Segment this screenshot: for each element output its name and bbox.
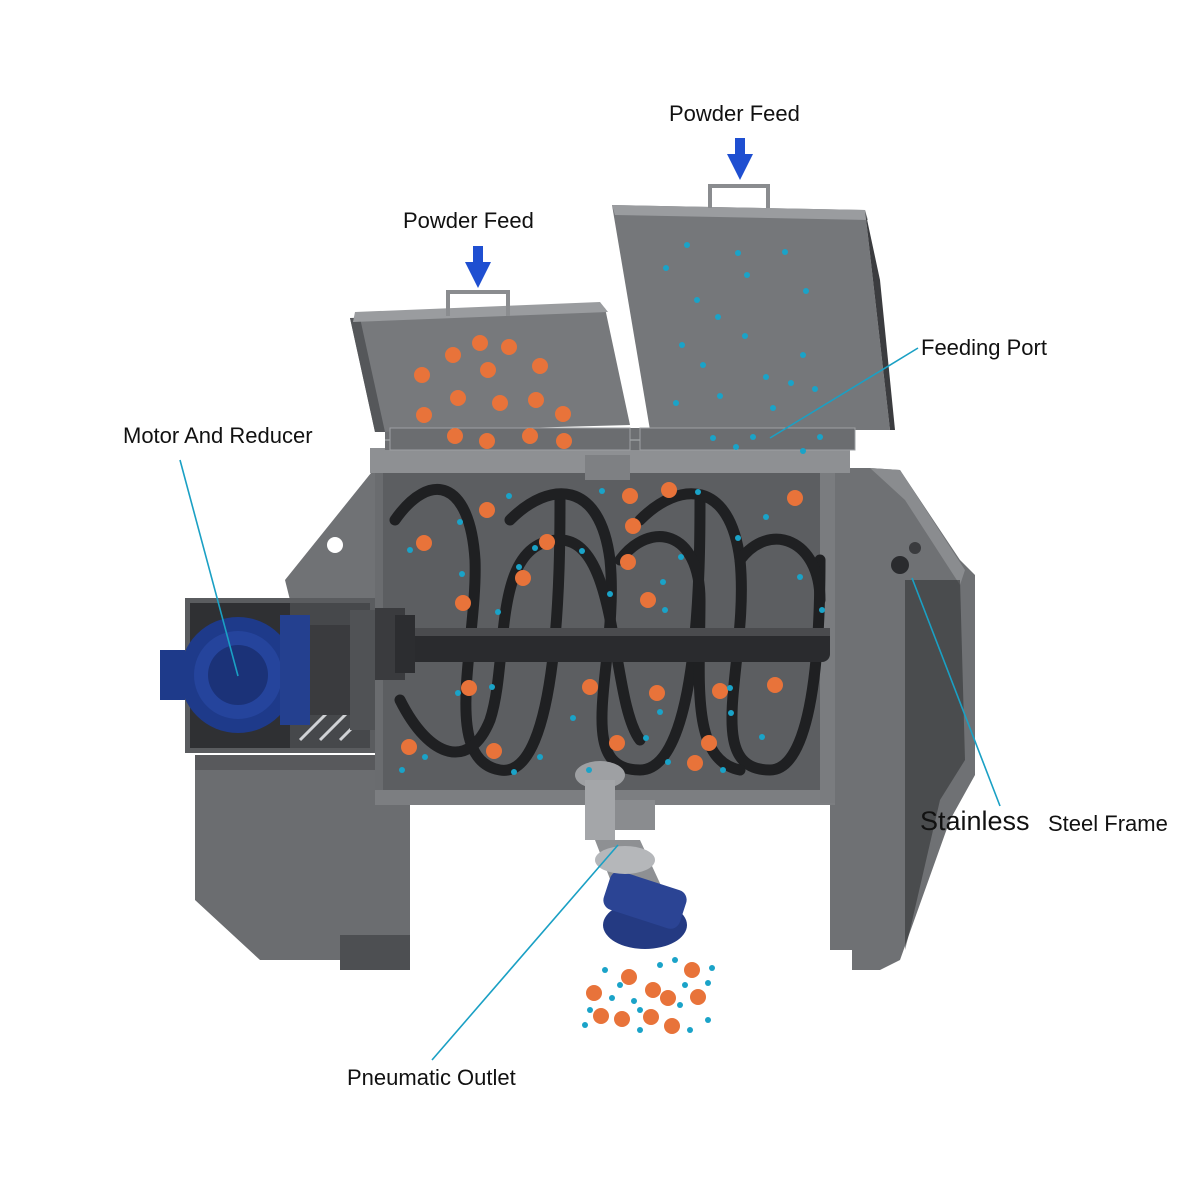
right-lid [612,184,895,430]
arrow-down-icon [465,246,491,288]
leader-lines [179,347,1001,1061]
steel-frame-label: Steel Frame [1048,811,1168,836]
powder-feed-label-left: Powder Feed [403,208,534,233]
orange-particles [401,335,803,1034]
motor-leader-line [179,459,239,677]
blue-particles [399,242,825,1033]
right-steel-frame [830,468,975,970]
feeding-port-label: Feeding Port [921,335,1047,360]
valve-icon [575,761,687,949]
arrow-down-icon [727,138,753,180]
left-lid [350,290,630,432]
left-side-plate [285,468,380,600]
stainless-label: Stainless [920,806,1030,836]
left-support-frame [195,755,410,970]
feeding-port-leader-line [769,347,919,439]
motor-icon [160,598,375,753]
frame-leader-line [911,577,1001,807]
motor-and-reducer-label: Motor And Reducer [123,423,313,448]
pneumatic-outlet-label: Pneumatic Outlet [347,1065,516,1090]
outlet-leader-line [431,844,619,1061]
main-shaft [355,608,830,680]
powder-feed-label-right: Powder Feed [669,101,800,126]
